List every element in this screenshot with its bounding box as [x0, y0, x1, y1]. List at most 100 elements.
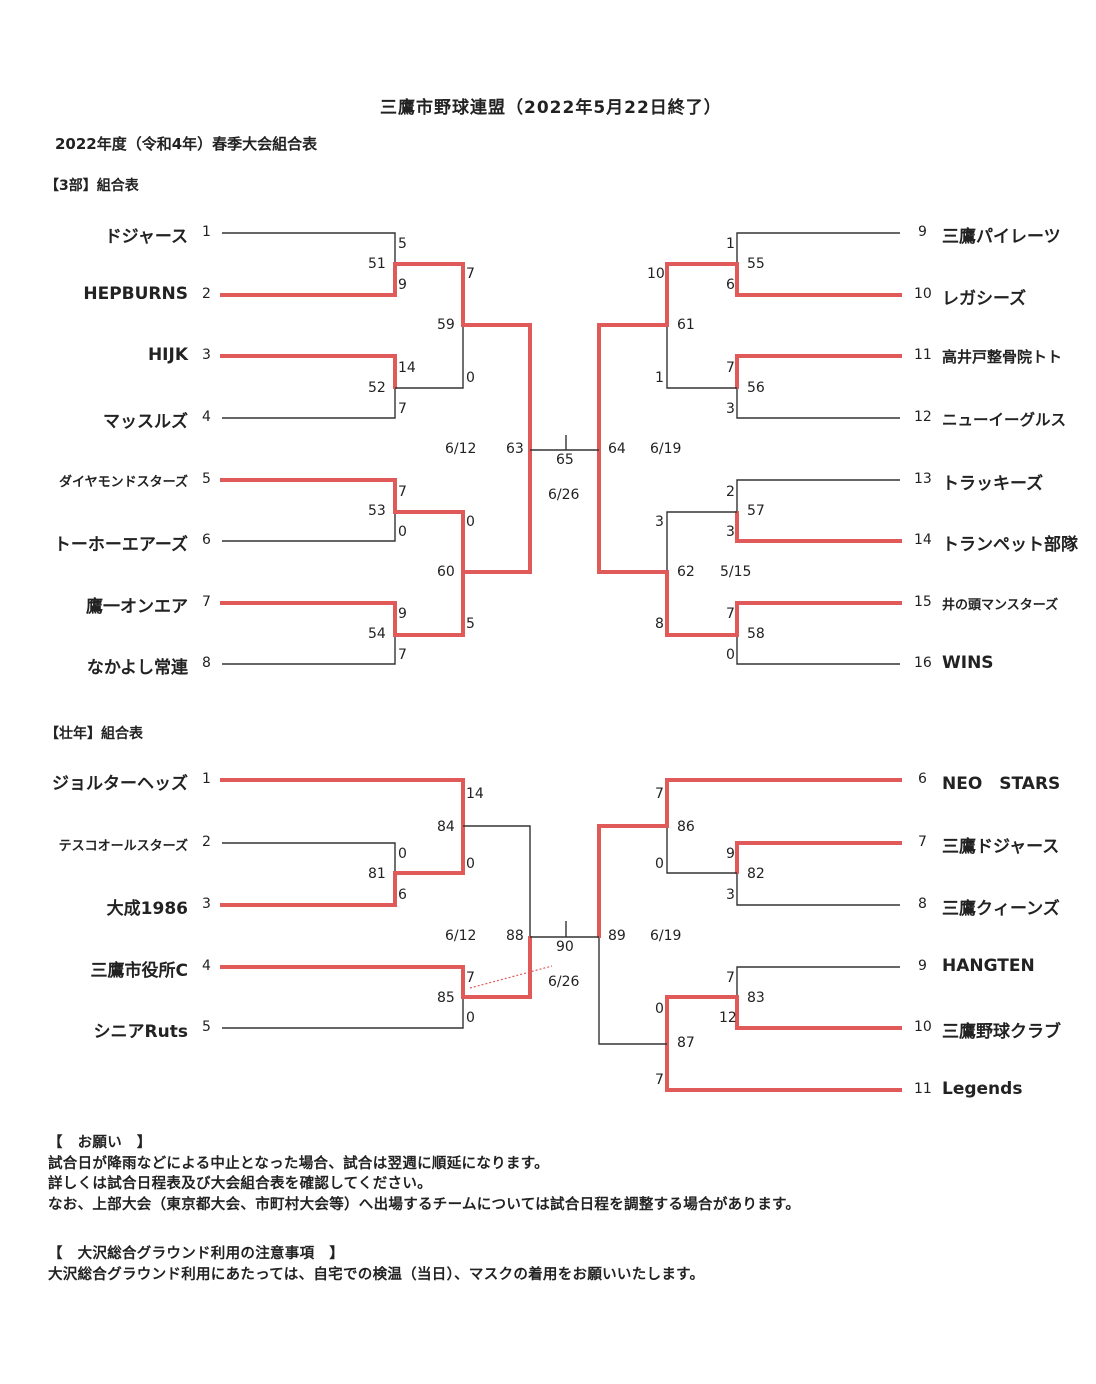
- team-name: HIJK: [147, 345, 188, 365]
- team-name: シニアRuts: [93, 1022, 188, 1042]
- score: 7: [655, 786, 664, 802]
- score: 8: [655, 616, 664, 632]
- game-number: 64: [608, 441, 626, 457]
- section-heading-div3: 【3部】組合表: [45, 178, 139, 194]
- game-number: 57: [747, 503, 765, 519]
- team-seed: 10: [914, 286, 932, 302]
- game-number: 51: [368, 256, 386, 272]
- team-name: WINS: [942, 653, 994, 673]
- score: 12: [719, 1010, 737, 1026]
- team-name: 三鷹クィーンズ: [942, 899, 1060, 919]
- request-line: 試合日が降雨などによる中止となった場合、試合は翌週に順延になります。: [48, 1156, 549, 1172]
- team-seed: 3: [202, 896, 211, 912]
- team-seed: 7: [918, 834, 927, 850]
- game-date: 6/19: [650, 441, 682, 457]
- game-number: 83: [747, 990, 765, 1006]
- team-seed: 4: [202, 409, 211, 425]
- team-name: NEO STARS: [942, 774, 1061, 794]
- game-number: 82: [747, 866, 765, 882]
- score: 7: [398, 484, 407, 500]
- game-number: 58: [747, 626, 765, 642]
- team-seed: 7: [202, 594, 211, 610]
- team-seed: 16: [914, 655, 932, 671]
- team-name: ダイヤモンドスターズ: [59, 475, 188, 490]
- team-seed: 14: [914, 532, 932, 548]
- team-seed: 9: [918, 224, 927, 240]
- team-name: 大成1986: [106, 899, 188, 919]
- game-number: 62: [677, 564, 695, 580]
- team-name: 三鷹市役所C: [90, 961, 188, 981]
- team-name: 三鷹野球クラブ: [942, 1022, 1061, 1042]
- score: 7: [726, 360, 735, 376]
- score: 3: [726, 887, 735, 903]
- score: 7: [655, 1072, 664, 1088]
- score: 7: [398, 647, 407, 663]
- game-date: 6/26: [548, 487, 580, 503]
- team-name: HEPBURNS: [83, 284, 188, 304]
- game-number: 86: [677, 819, 695, 835]
- team-name: 三鷹パイレーツ: [942, 227, 1061, 247]
- game-number: 54: [368, 626, 386, 642]
- score: 0: [466, 856, 475, 872]
- team-seed: 5: [202, 1019, 211, 1035]
- team-seed: 5: [202, 471, 211, 487]
- score: 0: [398, 846, 407, 862]
- score: 7: [726, 970, 735, 986]
- score: 14: [398, 360, 416, 376]
- score: 0: [466, 370, 475, 386]
- game-number: 89: [608, 928, 626, 944]
- game-date: 6/26: [548, 974, 580, 990]
- score: 7: [726, 606, 735, 622]
- game-number: 59: [437, 317, 455, 333]
- game-number: 52: [368, 380, 386, 396]
- score: 1: [655, 370, 664, 386]
- game-date: 5/15: [720, 564, 752, 580]
- team-seed: 12: [914, 409, 932, 425]
- team-name: レガシーズ: [942, 289, 1027, 309]
- score: 0: [655, 1001, 664, 1017]
- score: 6: [398, 887, 407, 903]
- ground-line: 大沢総合グラウンド利用にあたっては、自宅での検温（当日）、マスクの着用をお願いい…: [48, 1267, 705, 1283]
- score: 1: [726, 236, 735, 252]
- request-heading: 【 お願い 】: [48, 1135, 152, 1151]
- score: 7: [466, 970, 475, 986]
- score: 3: [726, 401, 735, 417]
- score: 0: [398, 524, 407, 540]
- team-name: テスコオールスターズ: [58, 839, 188, 854]
- team-name: Legends: [942, 1079, 1023, 1099]
- request-line: 詳しくは試合日程表及び大会組合表を確認してください。: [48, 1176, 432, 1192]
- team-name: ジョルターヘッズ: [52, 774, 188, 794]
- request-line: なお、上部大会（東京都大会、市町村大会等）へ出場するチームについては試合日程を調…: [48, 1197, 801, 1213]
- team-seed: 9: [918, 958, 927, 974]
- score: 3: [726, 524, 735, 540]
- team-name: ドジャース: [104, 227, 188, 247]
- score: 0: [726, 647, 735, 663]
- score: 6: [726, 277, 735, 293]
- team-name: 鷹一オンエア: [86, 597, 188, 617]
- team-seed: 3: [202, 347, 211, 363]
- team-seed: 8: [918, 896, 927, 912]
- score: 9: [398, 277, 407, 293]
- team-seed: 2: [202, 834, 211, 850]
- game-number: 90: [556, 939, 574, 955]
- team-seed: 2: [202, 286, 211, 302]
- score: 5: [466, 616, 475, 632]
- team-name: 井の頭マンスターズ: [942, 598, 1059, 613]
- game-number: 87: [677, 1035, 695, 1051]
- game-number: 60: [437, 564, 455, 580]
- team-seed: 11: [914, 1081, 932, 1097]
- score: 9: [726, 846, 735, 862]
- score: 0: [466, 1010, 475, 1026]
- score: 14: [466, 786, 484, 802]
- score: 7: [466, 266, 475, 282]
- team-name: トランペット部隊: [942, 535, 1078, 555]
- game-number: 55: [747, 256, 765, 272]
- team-name: マッスルズ: [103, 412, 188, 432]
- team-name: トラッキーズ: [942, 474, 1044, 494]
- ground-heading: 【 大沢総合グラウンド利用の注意事項 】: [48, 1246, 344, 1262]
- game-number: 88: [506, 928, 524, 944]
- team-name: HANGTEN: [942, 956, 1035, 976]
- score: 2: [726, 484, 735, 500]
- game-number: 61: [677, 317, 695, 333]
- game-date: 6/19: [650, 928, 682, 944]
